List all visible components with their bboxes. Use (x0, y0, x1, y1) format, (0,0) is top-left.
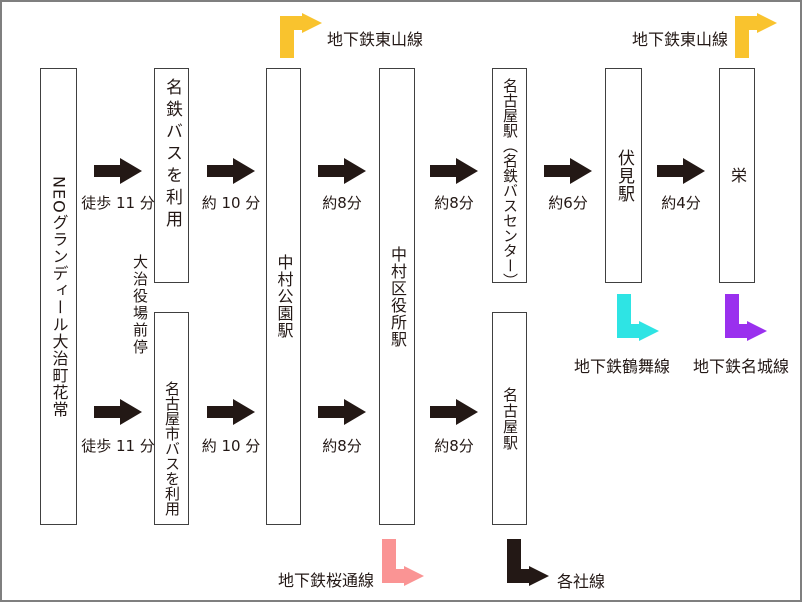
duration-label: 徒歩 11 分 (81, 437, 155, 455)
right-arrow-icon (430, 158, 478, 184)
station-label-nagoya: 名古屋駅 (501, 386, 519, 451)
station-box-nagoya-buscenter: 名古屋駅（名鉄バスセンター） (492, 68, 527, 288)
right-arrow-icon (207, 399, 255, 425)
line-label-tsurumai: 地下鉄鶴舞線 (574, 357, 671, 376)
station-box-meitetsu-bus: 名鉄バスを利用 (154, 68, 189, 283)
station-box-nakamura-koen: 中村公園駅 (266, 68, 301, 525)
station-box-nagoya: 名古屋駅 (492, 312, 527, 525)
station-label-nakamura-koen: 中村公園駅 (274, 254, 294, 339)
station-box-origin: NEOグランディール大治町花常 (40, 68, 77, 525)
line-label-meijo: 地下鉄名城線 (693, 357, 790, 376)
station-box-nakamura-kuyakusho: 中村区役所駅 (379, 68, 415, 525)
station-label-origin: NEOグランディール大治町花常 (49, 175, 69, 418)
station-box-sakae: 栄 (719, 68, 755, 283)
line-label-other: 各社線 (557, 572, 606, 591)
duration-label: 約8分 (322, 194, 362, 212)
right-arrow-icon (657, 158, 705, 184)
duration-label: 約6分 (548, 194, 588, 212)
down-right-arrow-icon (507, 539, 549, 586)
station-label-nakamura-kuyakusho: 中村区役所駅 (388, 245, 407, 348)
duration-label: 徒歩 11 分 (81, 194, 155, 212)
right-arrow-icon (318, 399, 366, 425)
line-label-higashiyama: 地下鉄東山線 (632, 30, 729, 49)
station-label-city-bus: 名古屋市バスを利用 (163, 381, 181, 516)
duration-label: 約 10 分 (201, 437, 261, 455)
up-right-arrow-icon (280, 13, 322, 58)
right-arrow-icon (207, 158, 255, 184)
duration-label: 約8分 (322, 437, 362, 455)
right-arrow-icon (94, 399, 142, 425)
line-label-higashiyama: 地下鉄東山線 (327, 30, 424, 49)
right-arrow-icon (544, 158, 592, 184)
duration-label: 約8分 (434, 437, 474, 455)
station-box-city-bus: 名古屋市バスを利用 (154, 312, 189, 525)
bus-stop-note: 大治役場前停 (131, 254, 149, 356)
duration-label: 約 10 分 (201, 194, 261, 212)
line-label-sakuradori: 地下鉄桜通線 (278, 571, 375, 590)
right-arrow-icon (94, 158, 142, 184)
station-label-fushimi: 伏見駅 (614, 148, 634, 203)
station-label-sakae: 栄 (728, 167, 747, 184)
right-arrow-icon (318, 158, 366, 184)
down-right-arrow-icon (725, 294, 767, 341)
up-right-arrow-icon (735, 13, 777, 58)
station-label-meitetsu-bus: 名鉄バスを利用 (162, 78, 182, 232)
station-label-nagoya-buscenter: 名古屋駅（名鉄バスセンター） (501, 78, 519, 288)
station-box-fushimi: 伏見駅 (605, 68, 642, 283)
down-right-arrow-icon (617, 294, 659, 341)
duration-label: 約8分 (434, 194, 474, 212)
right-arrow-icon (430, 399, 478, 425)
duration-label: 約4分 (661, 194, 701, 212)
down-right-arrow-icon (382, 539, 424, 586)
